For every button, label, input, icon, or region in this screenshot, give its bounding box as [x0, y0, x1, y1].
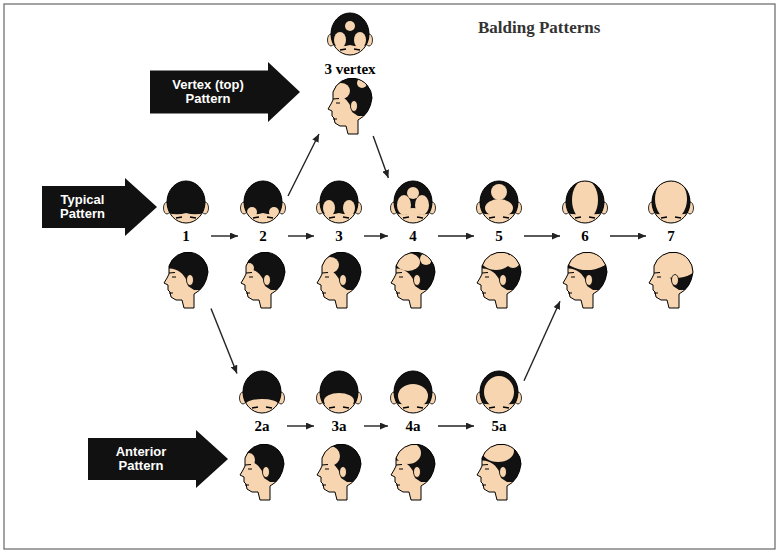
stage-arrow — [524, 301, 560, 381]
head-top-view — [240, 368, 285, 413]
pattern-name: Typical Pattern — [50, 193, 115, 221]
stage-arrow — [438, 235, 474, 236]
stage-label: 1 — [161, 178, 211, 314]
head-profile — [326, 74, 374, 134]
stage-label: 3 — [314, 178, 364, 314]
diagram-title: Balding Patterns — [478, 18, 600, 38]
head-top-view — [317, 178, 362, 223]
stage-arrow — [288, 134, 319, 196]
head-profile — [238, 440, 286, 500]
head-profile — [475, 440, 523, 500]
head-top-view — [328, 10, 373, 55]
stage-arrow — [524, 235, 560, 236]
arrow-fill — [88, 430, 228, 488]
frame — [4, 4, 775, 549]
stage-arrow — [211, 309, 237, 374]
head-profile — [162, 248, 210, 308]
stage-arrow — [438, 425, 474, 426]
head-top-view — [317, 368, 362, 413]
stage-number: 4 — [409, 228, 417, 244]
stage-label: 5 — [474, 178, 524, 314]
head-profile — [475, 248, 523, 308]
stage-number: 7 — [667, 228, 675, 244]
stage-arrow — [364, 235, 388, 236]
stage-arrow — [211, 235, 238, 236]
pattern-arrow: Anterior Pattern — [88, 430, 228, 488]
head-top-view — [164, 178, 209, 223]
stage-label: 4 — [388, 178, 438, 314]
head-top-view — [391, 368, 436, 413]
stage-number: 2 — [259, 228, 267, 244]
stage-number: 5a — [492, 418, 507, 434]
stage-label: 5a — [474, 368, 524, 504]
head-profile — [239, 248, 287, 308]
stage-number: 3 vertex — [324, 61, 375, 77]
arrow-fill — [42, 178, 157, 236]
head-profile — [389, 440, 437, 500]
stage-number: 1 — [182, 228, 190, 244]
pattern-arrow: Vertex (top) Pattern — [150, 62, 300, 122]
head-top-view — [563, 178, 608, 223]
stage-label: 3a — [314, 368, 364, 504]
stage-number: 4a — [406, 418, 421, 434]
stage-label: 2a — [237, 368, 287, 504]
stage-label: 7 — [646, 178, 696, 314]
stage-number: 2a — [255, 418, 270, 434]
stage-number: 6 — [581, 228, 589, 244]
head-profile — [389, 248, 437, 308]
pattern-name: Vertex (top) Pattern — [158, 78, 258, 106]
stage-label: 4a — [388, 368, 438, 504]
head-profile — [561, 248, 609, 308]
arrow-fill — [150, 62, 300, 122]
stage-arrow — [364, 425, 388, 426]
stage-arrow — [287, 425, 314, 426]
stage-label: 6 — [560, 178, 610, 314]
stage-arrow — [373, 136, 388, 178]
stage-number: 3 — [335, 228, 343, 244]
head-top-view — [649, 178, 694, 223]
stage-arrow — [610, 235, 646, 236]
stage-arrow — [288, 235, 314, 236]
head-profile — [647, 248, 698, 308]
stage-label: 2 — [238, 178, 288, 314]
head-profile — [315, 440, 363, 500]
head-top-view — [241, 178, 286, 223]
stage-number: 3a — [332, 418, 347, 434]
head-top-view — [391, 178, 436, 223]
pattern-arrow: Typical Pattern — [42, 178, 157, 236]
stage-label: 3 vertex — [319, 8, 381, 136]
title-holder: Balding Patterns — [478, 18, 600, 38]
stage-number: 5 — [495, 228, 503, 244]
pattern-name: Anterior Pattern — [96, 445, 186, 473]
head-profile — [315, 248, 363, 308]
head-top-view — [477, 178, 522, 223]
head-top-view — [477, 368, 522, 413]
